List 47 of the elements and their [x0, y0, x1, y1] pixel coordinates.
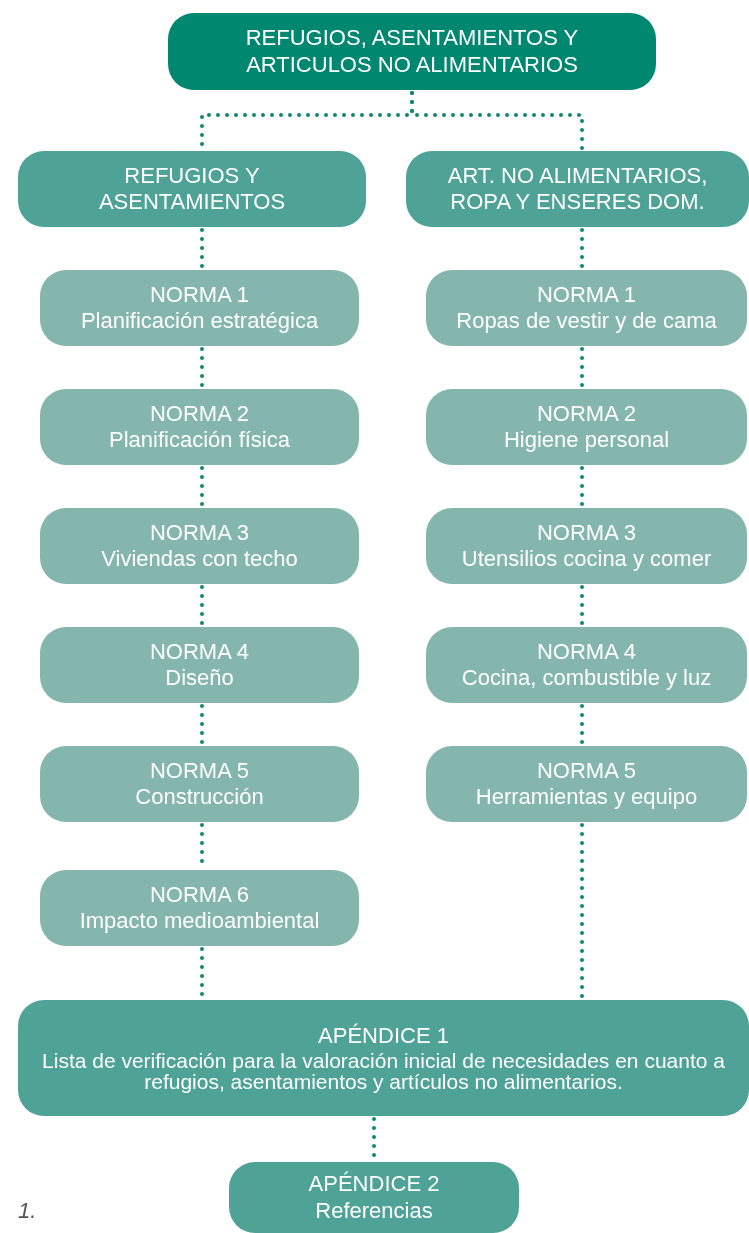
box-heading: NORMA 3	[537, 519, 636, 546]
box-heading: NORMA 4	[150, 638, 249, 665]
box-description: Construcción	[135, 784, 264, 811]
category-box	[168, 13, 656, 90]
box-description: Herramientas y equipo	[475, 784, 698, 811]
box-description: Impacto medioambiental	[79, 908, 320, 935]
standard-box	[426, 389, 747, 465]
standard-box	[40, 389, 359, 465]
box-description: Viviendas con techo	[101, 546, 298, 573]
box-description: Lista de verificación para la valoración inicial de necesidades en cuanto a refugios, asentamientos y artículos no alimentarios.	[41, 1049, 726, 1093]
standard-box	[426, 270, 747, 346]
standard-box	[40, 508, 359, 584]
standard-box	[426, 627, 747, 703]
appendix-box	[229, 1162, 519, 1233]
box-description: Ropas de vestir y de cama	[456, 308, 717, 335]
box-description: Diseño	[165, 665, 234, 692]
standard-box	[40, 746, 359, 822]
standard-box	[40, 870, 359, 946]
box-description: Utensilios cocina y comer	[461, 546, 712, 573]
box-heading: APÉNDICE 2	[308, 1171, 440, 1198]
box-title: REFUGIOS Y ASENTAMIENTOS	[97, 162, 287, 216]
appendix-box	[18, 1000, 749, 1116]
box-description: Planificación estratégica	[80, 308, 319, 335]
box-heading: NORMA 3	[150, 519, 249, 546]
box-heading: NORMA 1	[537, 281, 636, 308]
box-heading: APÉNDICE 1	[318, 1023, 449, 1050]
box-heading: NORMA 2	[150, 400, 249, 427]
box-heading: NORMA 5	[537, 757, 636, 784]
box-title: ART. NO ALIMENTARIOS, ROPA Y ENSERES DOM.	[446, 162, 709, 216]
box-heading: NORMA 5	[150, 757, 249, 784]
figure-number: 1.	[18, 1198, 37, 1224]
box-description: Referencias	[315, 1197, 433, 1224]
box-heading: NORMA 6	[150, 881, 249, 908]
standard-box	[40, 627, 359, 703]
box-description: Cocina, combustible y luz	[461, 665, 712, 692]
box-description: Higiene personal	[503, 427, 670, 454]
standard-box	[426, 746, 747, 822]
box-heading: NORMA 4	[537, 638, 636, 665]
dotted-connector	[410, 91, 584, 153]
standard-box	[426, 508, 747, 584]
box-description: Planificación física	[109, 427, 290, 454]
standard-box	[40, 270, 359, 346]
category-box	[406, 151, 749, 227]
box-heading: NORMA 2	[537, 400, 636, 427]
box-title: REFUGIOS, ASENTAMIENTOS Y ARTICULOS NO ALIMENTARIOS	[244, 25, 580, 78]
category-box	[18, 151, 366, 227]
box-heading: NORMA 1	[150, 281, 249, 308]
